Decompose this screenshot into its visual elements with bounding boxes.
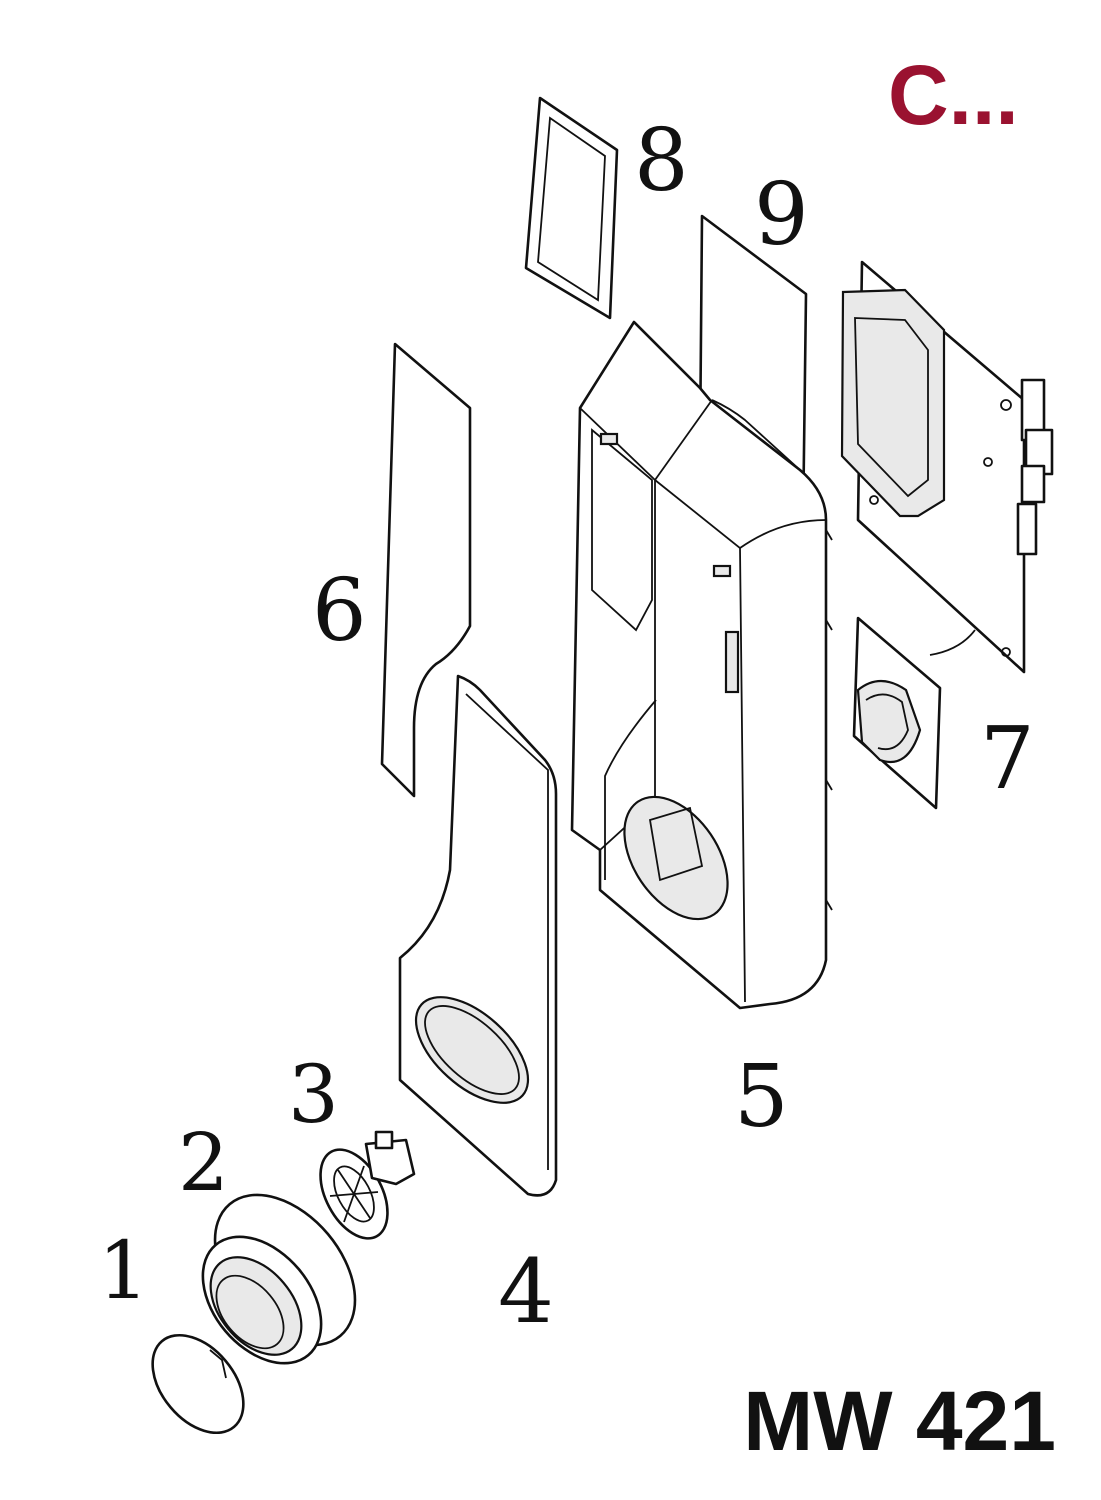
part-3-fan-wheel	[319, 1130, 416, 1240]
part-label-5: 5	[734, 1047, 789, 1147]
part-7-electronic-board	[840, 260, 1054, 810]
part-label-7: 7	[980, 709, 1035, 809]
part-label-3: 3	[288, 1048, 339, 1141]
part-6-sheet	[380, 342, 472, 798]
part-8-gasket-frame	[524, 96, 619, 320]
part-label-6: 6	[312, 561, 367, 661]
part-label-2: 2	[178, 1116, 229, 1209]
part-5-housing	[570, 320, 833, 1010]
part-label-8: 8	[634, 111, 689, 211]
part-label-1: 1	[98, 1224, 149, 1317]
model-number: MW 421	[743, 1374, 1056, 1468]
brand-mark: C...	[888, 48, 1019, 142]
part-1-cap	[151, 1333, 245, 1435]
part-label-9: 9	[754, 165, 809, 265]
part-2-ring	[201, 1193, 357, 1365]
part-4-front-panel	[398, 674, 558, 1197]
part-label-4: 4	[498, 1240, 554, 1343]
